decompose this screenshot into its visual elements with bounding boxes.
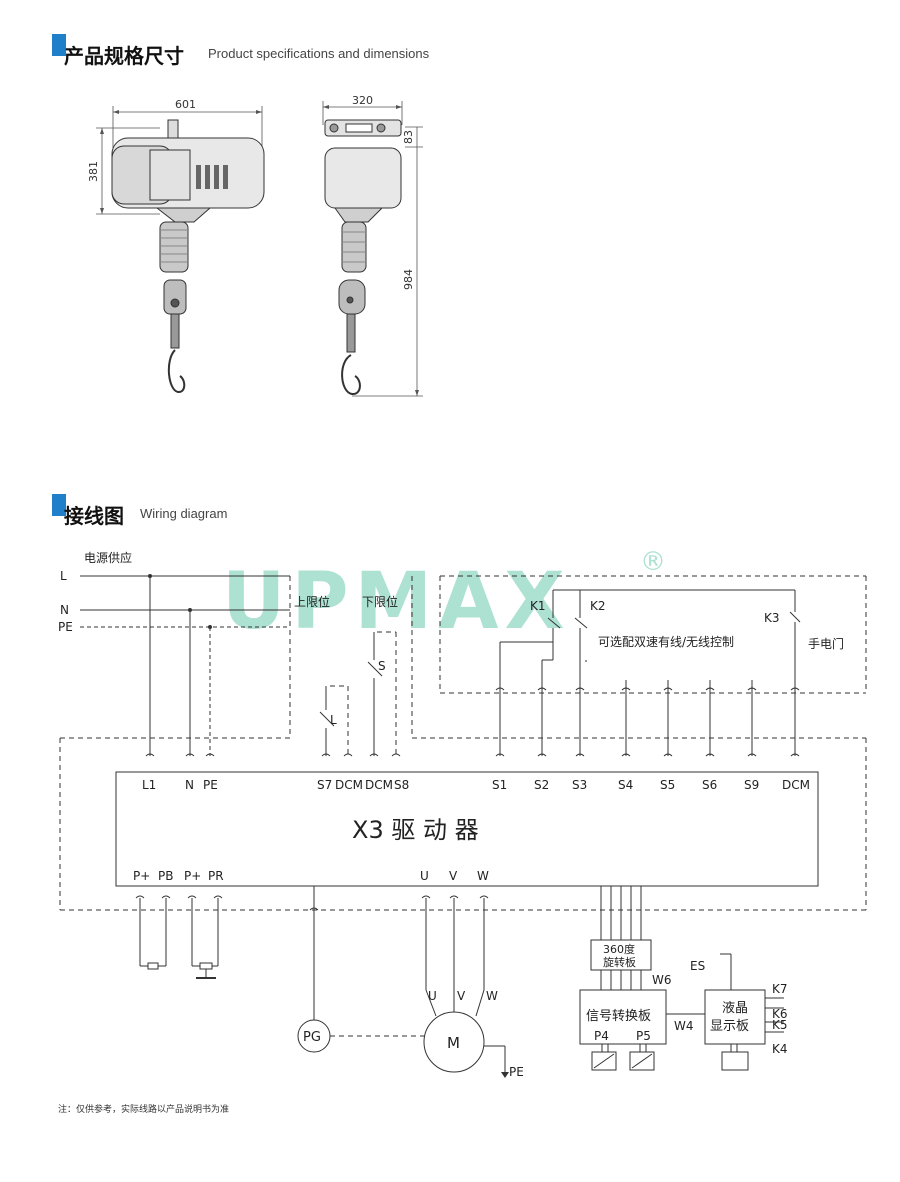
- footnote: 注：仅供参考，实际线路以产品说明书为准: [58, 1105, 230, 1115]
- section-marker-icon: [52, 34, 66, 56]
- limit-l-label: L: [330, 713, 337, 727]
- terminal-s1: S1: [492, 778, 507, 792]
- k3-label: K3: [764, 611, 780, 625]
- hoist-front-view: [111, 119, 265, 393]
- terminal-v: V: [449, 869, 458, 883]
- terminal-l1: L1: [142, 778, 156, 792]
- pe-ground-label: PE: [509, 1065, 524, 1079]
- hoist-side-view: [324, 119, 402, 395]
- k1-label: K1: [530, 599, 546, 613]
- signal-board-label: 信号转换板: [586, 1009, 651, 1024]
- upper-limit-label: 上限位: [294, 594, 330, 609]
- limit-s-label: S: [378, 659, 386, 673]
- terminal-p-plus-2: P+: [184, 869, 201, 883]
- dimension-drawings: 601 381 320 83 984: [87, 94, 423, 397]
- k2-label: K2: [590, 599, 606, 613]
- specs-title-en: Product specifications and dimensions: [208, 46, 430, 61]
- line-n-label: N: [60, 603, 69, 617]
- terminal-s7: S7: [317, 778, 332, 792]
- terminal-pe: PE: [203, 778, 218, 792]
- power-supply-label: 电源供应: [84, 550, 132, 565]
- wiring-title-zh: 接线图: [64, 504, 124, 528]
- motor-label: M: [447, 1034, 460, 1052]
- section-marker-icon: [52, 494, 66, 516]
- line-l-label: L: [60, 569, 67, 583]
- watermark-registered-icon: ®: [640, 547, 666, 577]
- w4-label: W4: [674, 1019, 694, 1033]
- terminal-n: N: [185, 778, 194, 792]
- motor-wire-v: V: [457, 989, 466, 1003]
- encoder-label: PG: [303, 1030, 321, 1045]
- terminal-dcm-1: DCM: [335, 778, 363, 792]
- watermark-text: UPMAX: [222, 557, 571, 647]
- lcd-board-line1: 液晶: [722, 1001, 748, 1016]
- terminal-pr: PR: [208, 869, 224, 883]
- motor-wire-u: U: [428, 989, 437, 1003]
- wiring-title-en: Wiring diagram: [140, 506, 228, 521]
- driver-title: X3 驱 动 器: [352, 816, 479, 844]
- rotary-board-line1: 360度: [603, 942, 635, 956]
- terminal-p-plus-1: P+: [133, 869, 150, 883]
- terminal-pb: PB: [158, 869, 173, 883]
- terminal-s9: S9: [744, 778, 759, 792]
- k6-label: K6: [772, 1007, 788, 1021]
- k7-label: K7: [772, 982, 788, 996]
- k5-label: K5: [772, 1018, 788, 1032]
- terminal-u: U: [420, 869, 429, 883]
- lower-limit-label: 下限位: [362, 594, 398, 609]
- terminal-s8: S8: [394, 778, 409, 792]
- line-pe-label: PE: [58, 620, 73, 634]
- terminal-w: W: [477, 869, 489, 883]
- k4-label: K4: [772, 1042, 788, 1056]
- specs-title-zh: 产品规格尺寸: [64, 44, 184, 68]
- wiring-diagram: UPMAX ®: [58, 547, 867, 1079]
- dim-381: 381: [87, 161, 100, 182]
- terminal-s4: S4: [618, 778, 633, 792]
- dim-984: 984: [402, 269, 415, 290]
- es-label: ES: [690, 959, 705, 973]
- terminal-dcm-2: DCM: [365, 778, 393, 792]
- p4-label: P4: [594, 1029, 609, 1043]
- dim-320: 320: [352, 94, 373, 107]
- p5-label: P5: [636, 1029, 651, 1043]
- terminal-s2: S2: [534, 778, 549, 792]
- terminal-s6: S6: [702, 778, 717, 792]
- lcd-board-line2: 显示板: [710, 1019, 749, 1034]
- dim-83: 83: [402, 130, 415, 144]
- motor-wire-w: W: [486, 989, 498, 1003]
- optional-control-label: 可选配双速有线/无线控制: [598, 635, 734, 649]
- terminal-dcm-3: DCM: [782, 778, 810, 792]
- terminal-s5: S5: [660, 778, 675, 792]
- dim-601: 601: [175, 98, 196, 111]
- w6-label: W6: [652, 973, 672, 987]
- terminal-s3: S3: [572, 778, 587, 792]
- rotary-board-line2: 旋转板: [603, 955, 636, 969]
- hand-door-label: 手电门: [808, 636, 844, 651]
